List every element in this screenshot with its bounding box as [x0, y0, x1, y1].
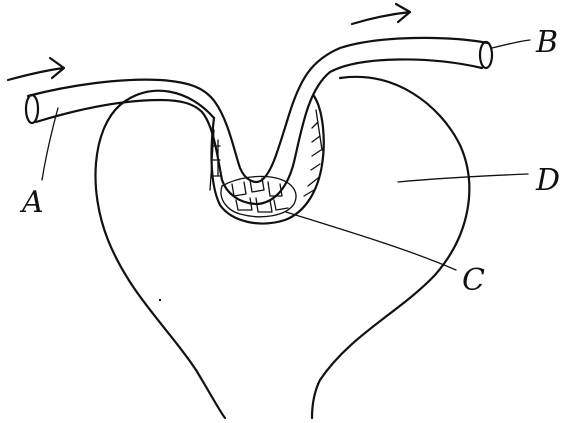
organ-outline: [96, 77, 470, 418]
label-a: A: [19, 185, 44, 220]
stray-dot: [317, 383, 319, 385]
hatched-band-right: [304, 110, 322, 196]
arrow-b: [352, 4, 410, 24]
label-d: D: [535, 163, 560, 198]
leader-c: [286, 212, 456, 270]
label-c: C: [462, 263, 485, 298]
tube-opening-right: [480, 42, 492, 68]
leader-b: [492, 40, 530, 48]
leader-d: [398, 174, 528, 182]
tube-opening-left: [26, 95, 38, 123]
arrow-a: [8, 58, 64, 80]
label-b: B: [535, 25, 558, 60]
organ-inner-notch: [212, 96, 324, 224]
stray-dot: [159, 299, 161, 301]
